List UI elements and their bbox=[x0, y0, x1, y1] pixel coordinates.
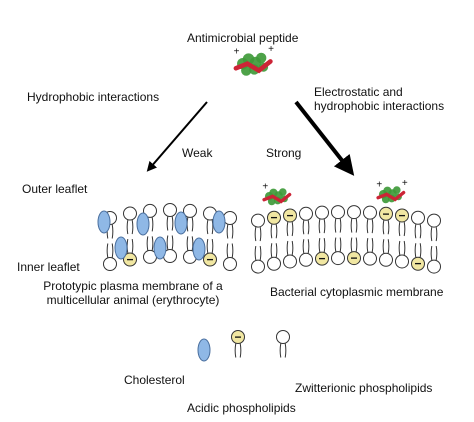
bacterial-membrane: −−−−−−−+++ bbox=[251, 178, 441, 274]
bound-peptide-icon: + bbox=[262, 182, 292, 206]
inner-phospholipid bbox=[299, 239, 313, 267]
cholesterol-molecule bbox=[153, 236, 167, 260]
outer-phospholipid: − bbox=[267, 210, 281, 239]
inner-phospholipid: − bbox=[315, 238, 329, 266]
strong-label: Strong bbox=[266, 146, 302, 160]
outer-phospholipid bbox=[427, 213, 441, 242]
inner-phospholipid bbox=[267, 243, 281, 271]
inner-phospholipid bbox=[363, 238, 377, 266]
bound-peptide-icon: ++ bbox=[376, 178, 408, 204]
cholesterol-molecule bbox=[114, 236, 128, 260]
acidic-legend-label: Acidic phospholipids bbox=[187, 401, 296, 415]
inner-phospholipid bbox=[163, 235, 177, 263]
outer-leaflet-label: Outer leaflet bbox=[22, 182, 88, 196]
outer-phospholipid bbox=[347, 205, 361, 233]
inner-phospholipid bbox=[427, 245, 441, 274]
weak-label: Weak bbox=[182, 146, 213, 160]
cholesterol-molecule bbox=[97, 210, 111, 234]
outer-phospholipid bbox=[251, 213, 265, 242]
inner-phospholipid bbox=[379, 239, 393, 267]
erythrocyte-membrane: −− bbox=[97, 203, 237, 271]
minus-sign: − bbox=[318, 252, 325, 266]
cholesterol-molecule bbox=[192, 237, 206, 261]
minus-sign: − bbox=[350, 251, 357, 265]
minus-sign: − bbox=[126, 253, 133, 267]
outer-phospholipid bbox=[411, 210, 425, 239]
inner-phospholipid: − bbox=[347, 237, 361, 266]
peptide-label: Antimicrobial peptide bbox=[187, 31, 299, 45]
inner-phospholipid bbox=[395, 240, 409, 269]
cholesterol-legend-icon bbox=[197, 338, 211, 362]
zwitterionic-legend-label: Zwitterionic phospholipids bbox=[295, 381, 433, 395]
antimicrobial-peptide-icon: ++ bbox=[233, 44, 274, 76]
left-caption-line1: Prototypic plasma membrane of a bbox=[43, 279, 223, 293]
svg-text:+: + bbox=[376, 180, 382, 191]
minus-sign: − bbox=[206, 253, 213, 267]
minus-sign: − bbox=[234, 330, 241, 344]
inner-leaflet-label: Inner leaflet bbox=[17, 260, 80, 274]
inner-phospholipid bbox=[283, 240, 297, 269]
cholesterol-legend-label: Cholesterol bbox=[124, 373, 185, 387]
outer-phospholipid: − bbox=[395, 208, 409, 237]
minus-sign: − bbox=[398, 208, 405, 222]
electrostatic-label-line2: hydrophobic interactions bbox=[314, 99, 445, 113]
outer-phospholipid: − bbox=[283, 208, 297, 237]
outer-phospholipid: − bbox=[379, 206, 393, 235]
right-caption: Bacterial cytoplasmic membrane bbox=[270, 285, 444, 299]
cholesterol-molecule bbox=[212, 210, 226, 234]
inner-phospholipid bbox=[143, 236, 157, 264]
svg-text:+: + bbox=[268, 44, 274, 55]
inner-phospholipid: − bbox=[411, 243, 425, 271]
outer-phospholipid bbox=[299, 206, 313, 235]
inner-phospholipid: − bbox=[123, 238, 137, 267]
left-caption-line2: multicellular animal (erythrocyte) bbox=[46, 293, 220, 307]
zwitterionic-phospholipid-legend-icon bbox=[276, 330, 290, 358]
inner-phospholipid bbox=[251, 245, 265, 274]
minus-sign: − bbox=[286, 208, 293, 222]
outer-phospholipid bbox=[331, 205, 345, 233]
inner-phospholipid bbox=[331, 237, 345, 266]
outer-phospholipid bbox=[123, 206, 137, 235]
svg-text:+: + bbox=[402, 178, 408, 189]
cholesterol-molecule bbox=[136, 212, 150, 236]
outer-phospholipid bbox=[363, 205, 377, 234]
minus-sign: − bbox=[270, 211, 277, 225]
electrostatic-label-line1: Electrostatic and bbox=[314, 85, 403, 99]
minus-sign: − bbox=[414, 257, 421, 271]
svg-text:+: + bbox=[234, 47, 240, 58]
outer-phospholipid bbox=[163, 203, 177, 231]
hydrophobic-interactions-label: Hydrophobic interactions bbox=[27, 90, 160, 104]
acidic-phospholipid-legend-icon: − bbox=[231, 330, 245, 358]
strong-arrow bbox=[294, 100, 355, 176]
inner-phospholipid bbox=[103, 243, 117, 271]
inner-phospholipid bbox=[223, 243, 237, 271]
cholesterol-molecule bbox=[174, 211, 188, 235]
outer-phospholipid bbox=[315, 205, 329, 234]
minus-sign: − bbox=[382, 207, 389, 221]
weak-arrow bbox=[146, 101, 208, 172]
outer-phospholipid bbox=[223, 211, 237, 239]
inner-phospholipid: − bbox=[203, 238, 217, 267]
svg-text:+: + bbox=[262, 182, 268, 193]
